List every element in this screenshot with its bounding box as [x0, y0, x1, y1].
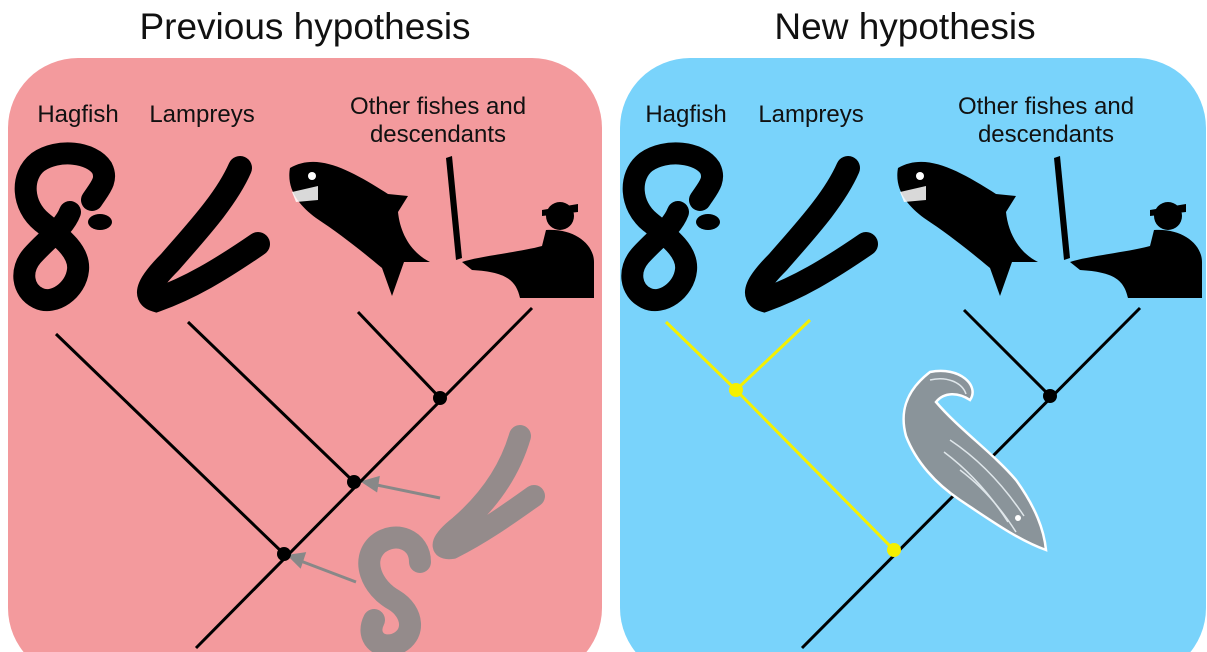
previous-hypothesis-panel: Hagfish Lampreys Other fishes and descen… [8, 58, 602, 652]
right-panel-background [620, 58, 1206, 652]
taxon-label-other-fishes-line1: Other fishes and [350, 93, 526, 120]
taxon-label-lampreys: Lampreys [149, 101, 254, 128]
node-fish-split [433, 391, 447, 405]
taxon-label-hagfish: Hagfish [645, 101, 726, 128]
new-hypothesis-panel: Hagfish Lampreys Other fishes and descen… [620, 58, 1206, 652]
taxon-label-hagfish: Hagfish [37, 101, 118, 128]
taxon-label-other-fishes-line1: Other fishes and [958, 93, 1134, 120]
taxon-label-other-fishes-line2: descendants [370, 121, 506, 148]
node-root-yellow [887, 543, 901, 557]
node-lamprey-split [347, 475, 361, 489]
taxon-label-other-fishes-line2: descendants [978, 121, 1114, 148]
node-cyclostome-split [729, 383, 743, 397]
node-root [277, 547, 291, 561]
taxon-label-lampreys: Lampreys [758, 101, 863, 128]
node-fish-split [1043, 389, 1057, 403]
